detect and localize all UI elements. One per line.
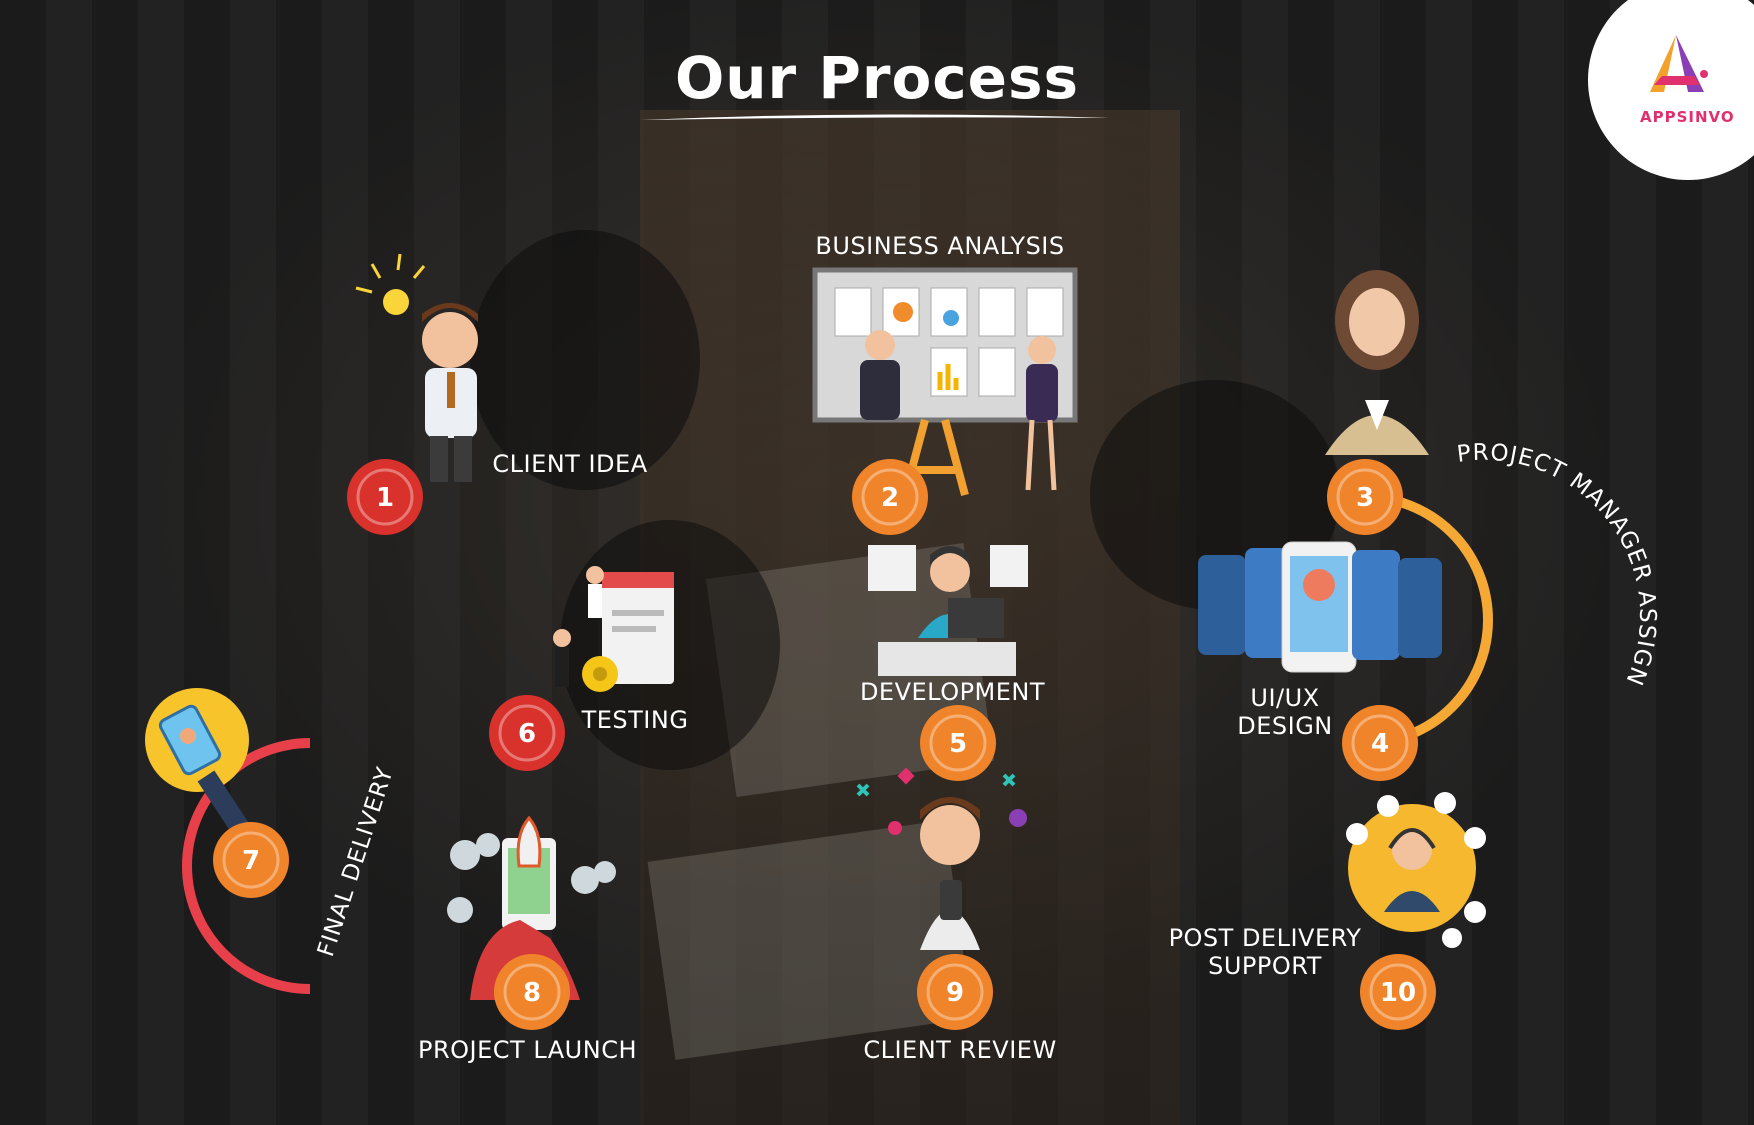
step-marker-inner	[861, 468, 919, 526]
uiux-design-illustration	[1198, 541, 1442, 673]
step-marker-inner	[1351, 714, 1409, 772]
step-number: 6	[518, 719, 536, 749]
step-marker-9: 9	[917, 954, 993, 1030]
label-client-review: CLIENT REVIEW	[863, 1036, 1057, 1064]
step-number: 7	[242, 846, 260, 876]
step-marker-ring	[1342, 705, 1418, 781]
step-marker-ring	[1360, 954, 1436, 1030]
label-development: DEVELOPMENT	[859, 678, 1046, 706]
client-review-illustration	[856, 767, 1027, 950]
development-illustration	[868, 545, 1028, 676]
step-marker-4: 4	[1342, 705, 1418, 781]
step-number: 2	[881, 483, 899, 513]
step-marker-ring	[489, 695, 565, 771]
label-uiux-design: UI/UX DESIGN	[1220, 684, 1350, 740]
step-marker-inner	[1369, 963, 1427, 1021]
step-number: 3	[1356, 483, 1374, 513]
step-marker-inner	[498, 704, 556, 762]
path-curve-left	[182, 738, 311, 994]
step-marker-ring	[213, 822, 289, 898]
label-project-launch: PROJECT LAUNCH	[418, 1036, 637, 1064]
label-uiux-line2: DESIGN	[1237, 712, 1333, 740]
step-marker-ring	[494, 954, 570, 1030]
final-delivery-illustration	[145, 688, 257, 846]
step-number: 9	[946, 978, 964, 1008]
logo-wordmark: APPSINVO	[1640, 108, 1735, 126]
step-marker-inner	[503, 963, 561, 1021]
testing-illustration	[553, 566, 674, 692]
label-final-delivery: FINAL DELIVERY	[313, 764, 399, 960]
person-silhouette	[470, 230, 700, 490]
label-business-analysis: BUSINESS ANALYSIS	[815, 232, 1065, 260]
step-marker-inner	[1336, 468, 1394, 526]
step-marker-inner	[926, 963, 984, 1021]
label-post-delivery-support: POST DELIVERY SUPPORT	[1160, 924, 1370, 980]
path-curve-right	[1364, 492, 1493, 748]
appsinvo-logo	[1588, 0, 1754, 180]
step-number: 5	[949, 729, 967, 759]
step-marker-3: 3	[1327, 459, 1403, 535]
step-marker-inner	[222, 831, 280, 889]
label-post-line2: SUPPORT	[1208, 952, 1322, 980]
step-marker-6: 6	[489, 695, 565, 771]
step-marker-ring	[852, 459, 928, 535]
step-marker-7: 7	[213, 822, 289, 898]
title-underline	[640, 114, 1110, 120]
step-number: 1	[376, 483, 394, 513]
step-marker-inner	[356, 468, 414, 526]
page-title: Our Process	[674, 44, 1080, 112]
step-marker-8: 8	[494, 954, 570, 1030]
client-idea-illustration	[355, 253, 478, 482]
label-post-line1: POST DELIVERY	[1168, 924, 1362, 952]
step-markers: 1 2 3 4 5 6 7 8 9 10	[213, 459, 1436, 1030]
label-testing: TESTING	[581, 706, 689, 734]
step-marker-ring	[1327, 459, 1403, 535]
step-marker-1: 1	[347, 459, 423, 535]
step-marker-ring	[920, 705, 996, 781]
step-number: 8	[523, 978, 541, 1008]
step-marker-5: 5	[920, 705, 996, 781]
step-marker-inner	[929, 714, 987, 772]
business-analysis-illustration	[812, 267, 1078, 497]
step-marker-ring	[347, 459, 423, 535]
step-number: 10	[1380, 978, 1416, 1008]
post-delivery-support-illustration	[1346, 792, 1486, 948]
step-number: 4	[1371, 729, 1389, 759]
project-manager-illustration	[1325, 270, 1429, 455]
step-marker-ring	[917, 954, 993, 1030]
step-marker-10: 10	[1360, 954, 1436, 1030]
label-client-idea: CLIENT IDEA	[492, 450, 648, 478]
logo-triangle-icon	[1650, 35, 1708, 92]
label-uiux-line1: UI/UX	[1250, 684, 1320, 712]
step-marker-2: 2	[852, 459, 928, 535]
